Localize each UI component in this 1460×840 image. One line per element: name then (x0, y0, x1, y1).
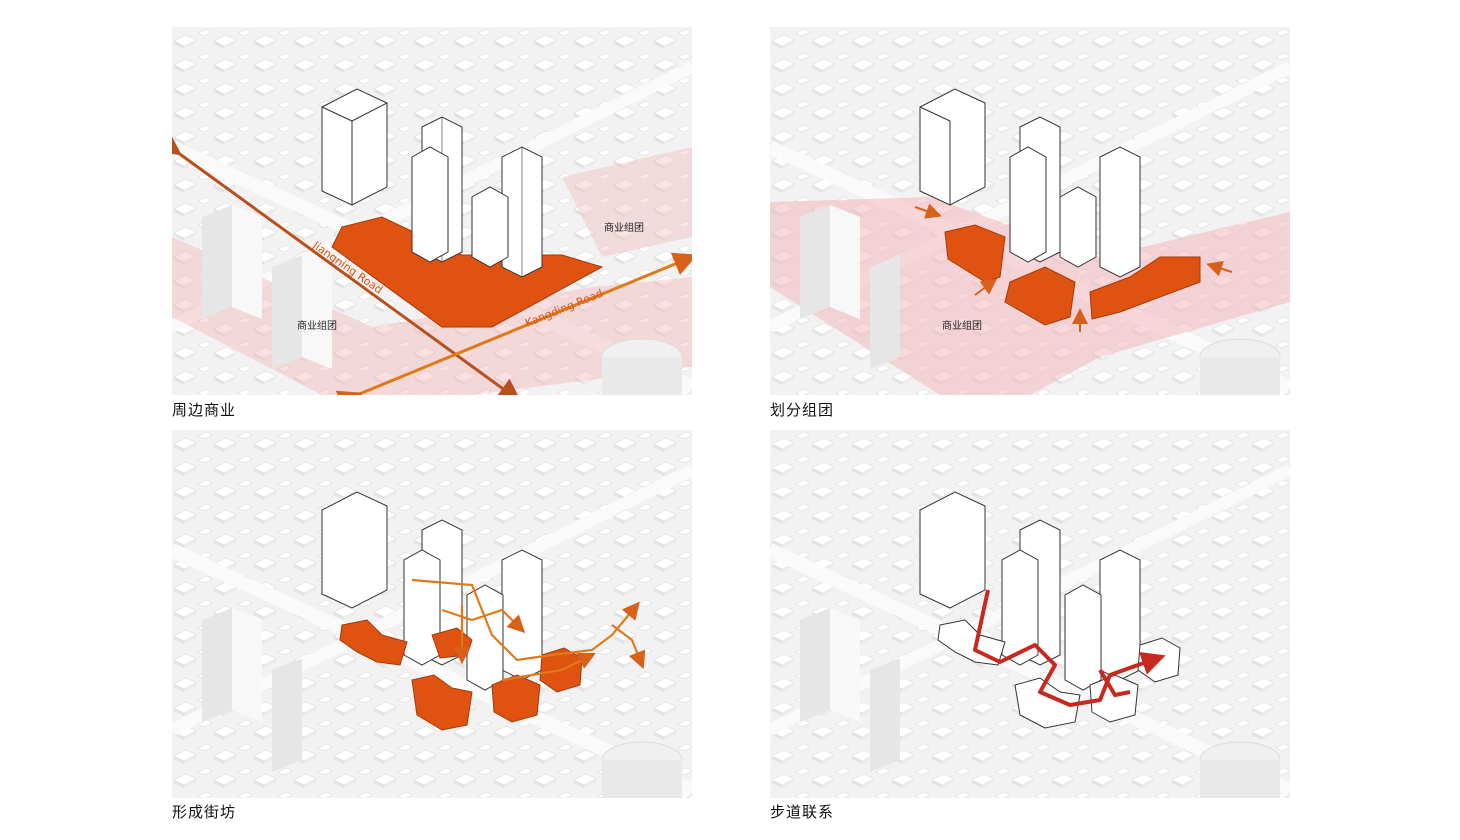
caption-form-blocks: 形成街坊 (172, 801, 236, 822)
caption-walkway-connections: 步道联系 (770, 801, 834, 822)
panel-surrounding-commerce: Jiangning Road Kangding Road 商业组团 商业组团 (172, 27, 692, 395)
caption-divide-clusters: 划分组团 (770, 399, 834, 420)
caption-surrounding-commerce: 周边商业 (172, 399, 236, 420)
panel-divide-clusters: 商业组团 (770, 27, 1290, 395)
commercial-label-left: 商业组团 (297, 319, 337, 332)
commercial-label-left: 商业组团 (942, 319, 982, 332)
commercial-label-right: 商业组团 (604, 221, 644, 234)
panel-walkway-connections (770, 430, 1290, 798)
panel-form-blocks (172, 430, 692, 798)
